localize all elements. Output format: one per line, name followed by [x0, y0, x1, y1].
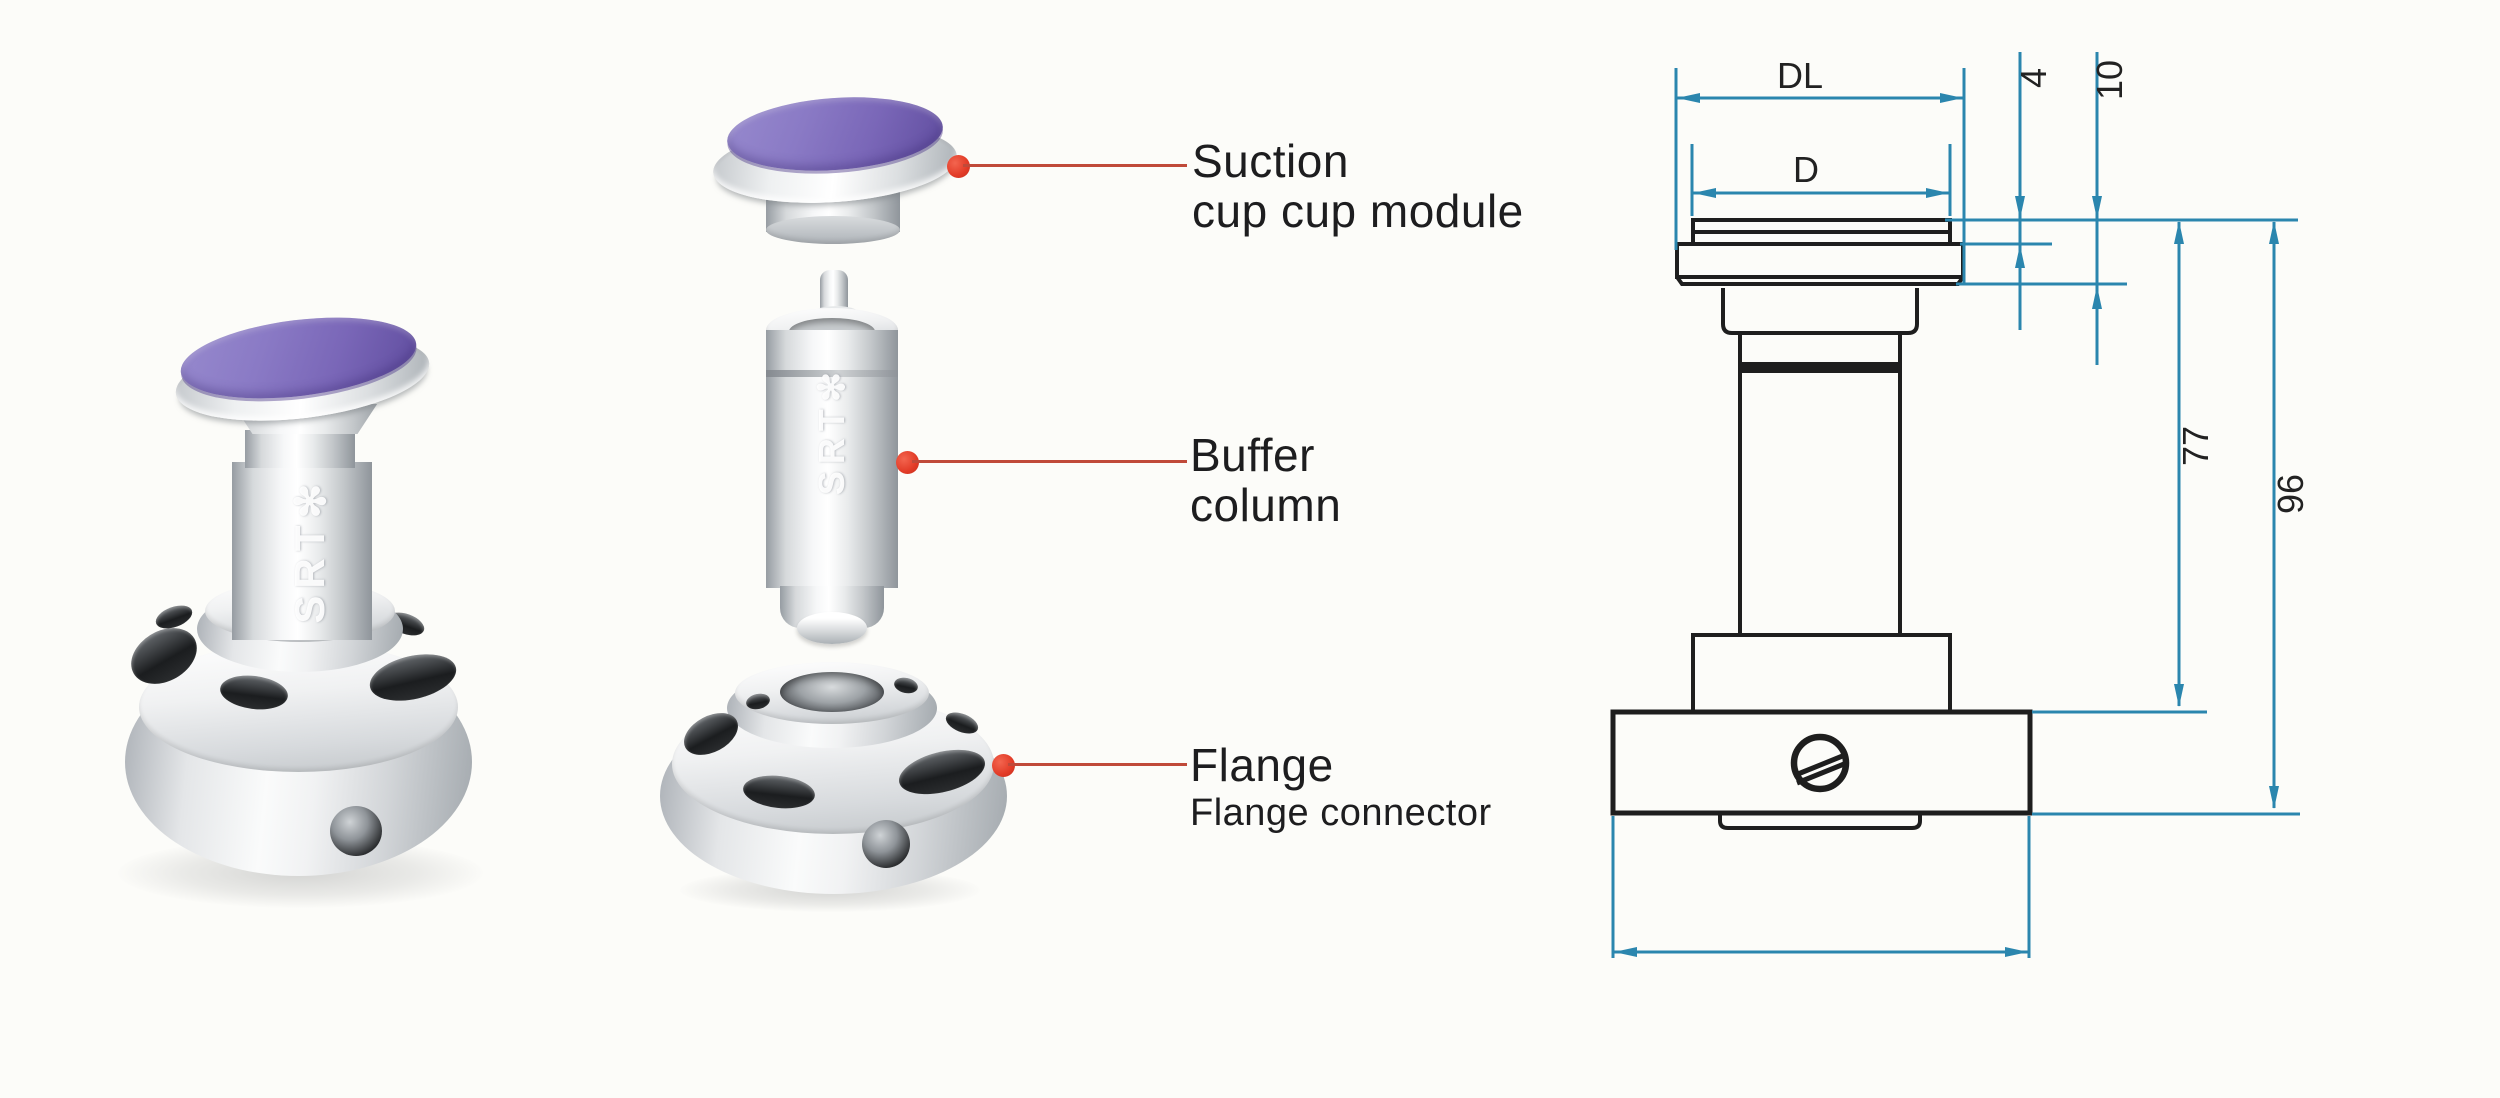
column-base: [1691, 633, 1952, 714]
dim-label-10: 10: [2089, 60, 2130, 100]
callout-subtext: Flange connector: [1190, 792, 1492, 834]
callout-dot-suction-cup: [947, 155, 970, 178]
arrow-icon: [2174, 221, 2184, 244]
dimension-arrows: [1614, 93, 2279, 957]
callout-dot-flange: [992, 754, 1015, 777]
callout-line-flange: [1008, 763, 1187, 766]
assembled-product-image: SRT✻: [0, 0, 600, 1098]
arrow-icon: [2269, 786, 2279, 809]
dimension-labels: DL D 4 10 77 96: [1777, 55, 2311, 514]
cap-flange-chamfer: [1675, 275, 1965, 286]
callout-label-suction-cup: Suction cup cup module: [1192, 136, 1524, 236]
arrow-icon: [2092, 196, 2102, 219]
cup-neck-bottom: [766, 216, 900, 244]
callout-text: Flange: [1190, 739, 1334, 791]
exploded-suction-cup-module: [600, 0, 1200, 280]
arrow-icon: [1614, 947, 1637, 957]
column-bottom-plug: [797, 612, 867, 644]
exploded-flange: [600, 640, 1200, 960]
screw-slot: [1796, 761, 1845, 786]
arrow-icon: [1677, 93, 1700, 103]
flange-bottom-tab: [1718, 813, 1922, 830]
arrow-icon: [2005, 947, 2028, 957]
callout-text: column: [1190, 479, 1342, 531]
dim-label-77: 77: [2175, 426, 2216, 466]
callout-text: Buffer: [1190, 429, 1315, 481]
arrow-icon: [2174, 684, 2184, 707]
flange-side-hole: [862, 820, 910, 868]
dim-label-DL: DL: [1777, 55, 1823, 96]
callout-text: Suction: [1192, 135, 1349, 187]
callout-text: cup cup module: [1192, 185, 1524, 237]
product-column: [232, 462, 372, 640]
callout-line-suction-cup: [963, 164, 1187, 167]
dimension-lines: [1611, 52, 2300, 958]
callout-dot-buffer-column: [896, 451, 919, 474]
arrow-icon: [1693, 188, 1716, 198]
flange-side-hole: [330, 806, 382, 856]
column-seam: [1738, 362, 1902, 373]
exploded-view-image: SRT✻: [600, 0, 1200, 1098]
callout-line-buffer-column: [912, 460, 1187, 463]
neck: [1721, 288, 1919, 335]
dim-label-D: D: [1793, 149, 1819, 190]
callout-label-buffer-column: Buffer column: [1190, 430, 1341, 530]
dim-label-96: 96: [2270, 474, 2311, 514]
flange-block: [1610, 709, 2033, 816]
screw-icon: [1790, 733, 1850, 793]
arrow-icon: [2269, 221, 2279, 244]
column-seam: [766, 370, 898, 377]
exploded-buffer-column: SRT✻: [600, 260, 1200, 660]
arrow-icon: [2015, 245, 2025, 268]
product-neck: [245, 430, 355, 468]
arrow-icon: [1926, 188, 1949, 198]
cap-flange: [1675, 242, 1965, 279]
arrow-icon: [2092, 286, 2102, 309]
screw-slot: [1797, 752, 1846, 777]
flange-center-hole: [780, 672, 884, 712]
column-body: [1738, 331, 1902, 637]
arrow-icon: [1940, 93, 1963, 103]
dim-label-4: 4: [2013, 68, 2054, 88]
part-outline: [1610, 218, 2033, 830]
arrow-icon: [2015, 196, 2025, 219]
callout-label-flange: Flange Flange connector: [1190, 740, 1492, 836]
